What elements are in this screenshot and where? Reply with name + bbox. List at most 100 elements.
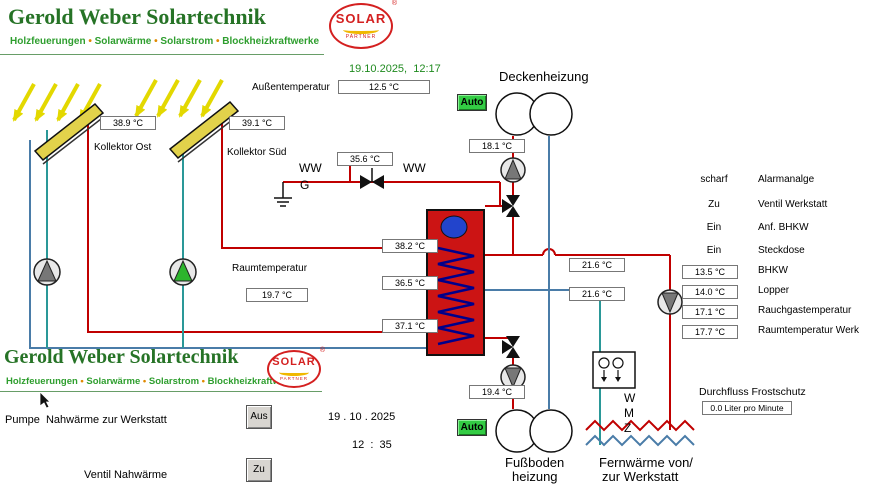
ww-left-label: WW [299, 161, 322, 175]
pump-nahwaerme-state-button[interactable]: Aus [246, 405, 272, 429]
status-temp-box: 14.0 °C [682, 285, 738, 299]
date-bottom: 19 . 10 . 2025 [328, 411, 396, 423]
circuit-return-temp-box: 21.6 °C [569, 287, 625, 301]
ventil-nahwaerme-state-button[interactable]: Zu [246, 458, 272, 482]
flow-label: Durchfluss Frostschutz [699, 386, 806, 398]
registered-mark: ® [319, 347, 325, 354]
deckenheizung-auto-button[interactable]: Auto [457, 94, 487, 111]
status-row: Ein Anf. BHKW [678, 222, 870, 236]
subtitle-item: Solarstrom [148, 376, 200, 387]
outdoor-temp-box: 12.5 °C [338, 80, 430, 94]
solar-partner-logo-top: SOLAR PARTNER ® [329, 0, 397, 49]
room-temp-label: Raumtemperatur [232, 263, 308, 274]
status-label: BHKW [758, 265, 788, 276]
sun-rays-ost-icon [12, 83, 102, 122]
subtitle-bullet: • [80, 376, 84, 387]
status-label: Rauchgastemperatur [758, 305, 852, 316]
status-state: Zu [708, 199, 720, 210]
status-temp-box: 17.1 °C [682, 305, 738, 319]
circuit-supply-temp-box: 21.6 °C [569, 258, 625, 272]
valve-deckenheizung-icon [502, 195, 520, 217]
pump-fernwaerme-icon [657, 289, 683, 315]
status-label: Ventil Werkstatt [758, 199, 828, 210]
subtitle-item: Solarwärme [86, 376, 141, 387]
valve-fussboden-icon [502, 336, 520, 358]
wmz-letter-m: M [624, 406, 634, 420]
deckenheizung-label: Deckenheizung [499, 69, 589, 84]
status-row: Ein Steckdose [678, 245, 870, 259]
wmz-letter-w: W [624, 391, 636, 405]
logo-swoosh-icon [343, 26, 379, 34]
room-temp-box: 19.7 °C [246, 288, 308, 302]
status-label: Steckdose [758, 245, 805, 256]
status-temp-box: 17.7 °C [682, 325, 738, 339]
wmz-letter-z: Z [624, 421, 632, 435]
solar-panel-ost [33, 102, 105, 165]
tank-temp-mid-box: 36.5 °C [382, 276, 438, 290]
heat-meter-icon [592, 351, 636, 389]
pump-nahwaerme-label: Pumpe Nahwärme zur Werkstatt [5, 414, 167, 426]
status-label: Alarmanalge [758, 174, 815, 185]
tank-temp-bottom-box: 37.1 °C [382, 319, 438, 333]
ww-right-label: WW [403, 161, 426, 175]
company-title-top: Gerold Weber Solartechnik [8, 4, 266, 29]
time-bottom: 12 : 35 [352, 439, 392, 451]
valve-ww-icon [360, 168, 384, 189]
company-subtitle-top: Holzfeuerungen • Solarwärme • Solarstrom… [10, 36, 319, 47]
flow-value-box: 0.0 Liter pro Minute [702, 401, 792, 415]
fussboden-temp-box: 19.4 °C [469, 385, 525, 399]
pipes-hot [87, 110, 671, 430]
fernwaerme-label-line2: zur Werkstatt [602, 469, 679, 484]
status-row: scharf Alarmanalge [678, 174, 870, 188]
status-label: Lopper [758, 285, 790, 296]
status-label: Raumtemperatur Werk [758, 325, 859, 336]
deckenheizung-temp-box: 18.1 °C [469, 139, 525, 153]
heat-exchanger-coil-icon [437, 246, 475, 346]
pipes-teal [46, 130, 601, 445]
subtitle-item: Holzfeuerungen [10, 36, 86, 47]
radiator-fussboden-icon [495, 409, 573, 453]
subtitle-bullet: • [201, 376, 205, 387]
fussboden-label-line2: heizung [512, 469, 558, 484]
solar-partner-logo-bottom: SOLAR PARTNER ® [267, 347, 325, 388]
status-state: Ein [706, 222, 722, 233]
subtitle-item: Solarstrom [160, 36, 214, 47]
sun-rays-sued-icon [134, 79, 224, 118]
status-row: 14.0 °C Lopper [678, 285, 870, 299]
datetime-display: 19.10.2025, 12:17 [349, 63, 441, 75]
pump-kollektor-sued-icon [169, 258, 197, 286]
status-state: Ein [706, 245, 722, 256]
outdoor-temp-label: Außentemperatur [252, 82, 330, 93]
fernwaerme-line-hot-icon [585, 419, 695, 432]
status-row: 17.1 °C Rauchgastemperatur [678, 305, 870, 319]
ground-icon [274, 182, 292, 207]
fussboden-auto-button[interactable]: Auto [457, 419, 487, 436]
ventil-nahwaerme-label: Ventil Nahwärme [84, 469, 168, 481]
subtitle-item: Holzfeuerungen [6, 376, 78, 387]
solar-panel-sued [168, 100, 240, 163]
logo-text-solar: SOLAR [272, 355, 316, 368]
tank-temp-top-box: 38.2 °C [382, 239, 438, 253]
fernwaerme-label-line1: Fernwärme von/ [599, 455, 693, 470]
registered-mark: ® [391, 0, 397, 7]
company-title-bottom: Gerold Weber Solartechnik [4, 346, 239, 368]
kollektor-sued-temp-box: 39.1 °C [229, 116, 285, 130]
subtitle-bullet: • [154, 36, 158, 47]
status-label: Anf. BHKW [758, 222, 809, 233]
logo-text-partner: PARTNER [345, 34, 377, 40]
pump-deckenheizung-icon [500, 157, 526, 183]
subtitle-item: Solarwärme [94, 36, 152, 47]
header-divider-top [0, 54, 324, 55]
logo-swoosh-icon [279, 369, 309, 376]
subtitle-item: Blockheizkraftwerke [207, 376, 300, 387]
subtitle-bullet: • [216, 36, 220, 47]
fernwaerme-line-cold-icon [585, 434, 695, 447]
status-temp-box: 13.5 °C [682, 265, 738, 279]
company-subtitle-bottom: Holzfeuerungen • Solarwärme • Solarstrom… [6, 376, 300, 387]
logo-text-partner: PARTNER [279, 375, 309, 381]
header-divider-bottom [0, 391, 322, 392]
subtitle-item: Blockheizkraftwerke [222, 36, 320, 47]
status-state: scharf [700, 174, 728, 185]
status-row: 17.7 °C Raumtemperatur Werk [678, 325, 870, 339]
